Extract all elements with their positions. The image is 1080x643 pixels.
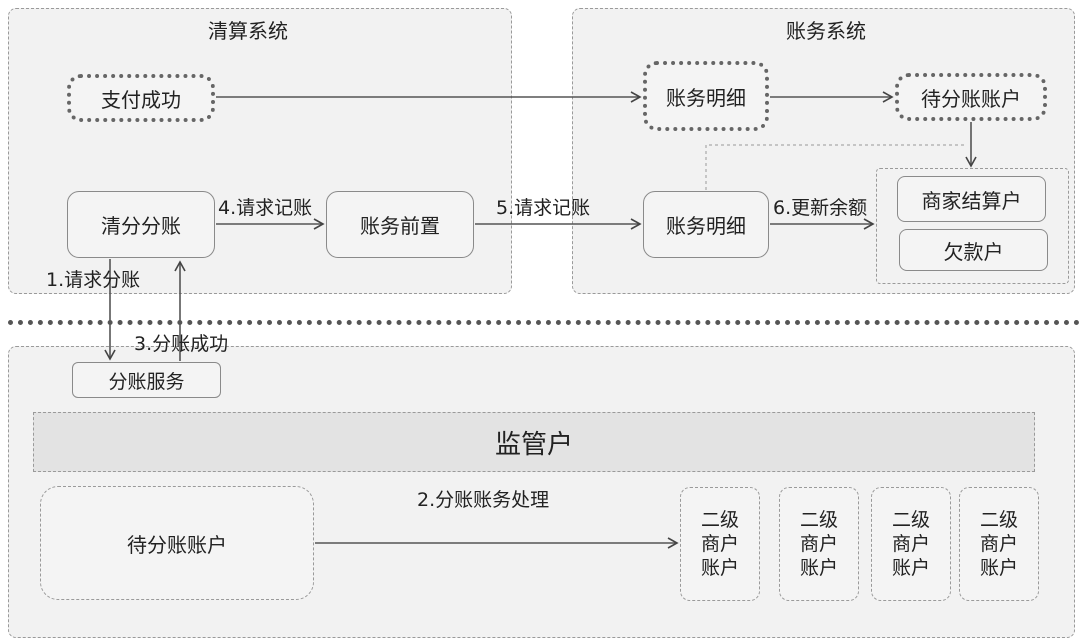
- secondary-merchant-account-node: 二级 商户 账户: [871, 487, 951, 601]
- dashed-connector-detail-to-group: [705, 144, 965, 190]
- step6-label: 6.更新余额: [773, 197, 868, 219]
- balance-accounts-group: [876, 168, 1069, 284]
- clearing-split-node: 清分分账: [67, 191, 215, 258]
- step2-label: 2.分账账务处理: [417, 489, 550, 511]
- clearing-system-title: 清算系统: [208, 19, 288, 43]
- step3-label: 3.分账成功: [134, 333, 229, 355]
- merchant-settlement-account-node: 商家结算户: [897, 176, 1046, 222]
- pending-split-account-bottom-node: 待分账账户: [40, 486, 314, 600]
- account-detail-top-node: 账务明细: [643, 61, 769, 131]
- pending-split-account-top-node: 待分账账户: [895, 73, 1047, 121]
- payment-success-node: 支付成功: [67, 74, 215, 122]
- secondary-merchant-account-node: 二级 商户 账户: [680, 487, 760, 601]
- section-divider: [8, 320, 1080, 325]
- arrears-account-node: 欠款户: [899, 229, 1048, 271]
- step4-label: 4.请求记账: [218, 197, 313, 219]
- secondary-merchant-account-node: 二级 商户 账户: [779, 487, 859, 601]
- step5-label: 5.请求记账: [496, 197, 591, 219]
- split-service-node: 分账服务: [72, 362, 221, 398]
- accounting-system-title: 账务系统: [786, 19, 866, 43]
- secondary-merchant-account-node: 二级 商户 账户: [959, 487, 1039, 601]
- step1-label: 1.请求分账: [46, 269, 141, 291]
- supervision-account-bar: 监管户: [33, 412, 1035, 472]
- accounting-front-node: 账务前置: [326, 191, 474, 258]
- account-detail-mid-node: 账务明细: [643, 191, 769, 258]
